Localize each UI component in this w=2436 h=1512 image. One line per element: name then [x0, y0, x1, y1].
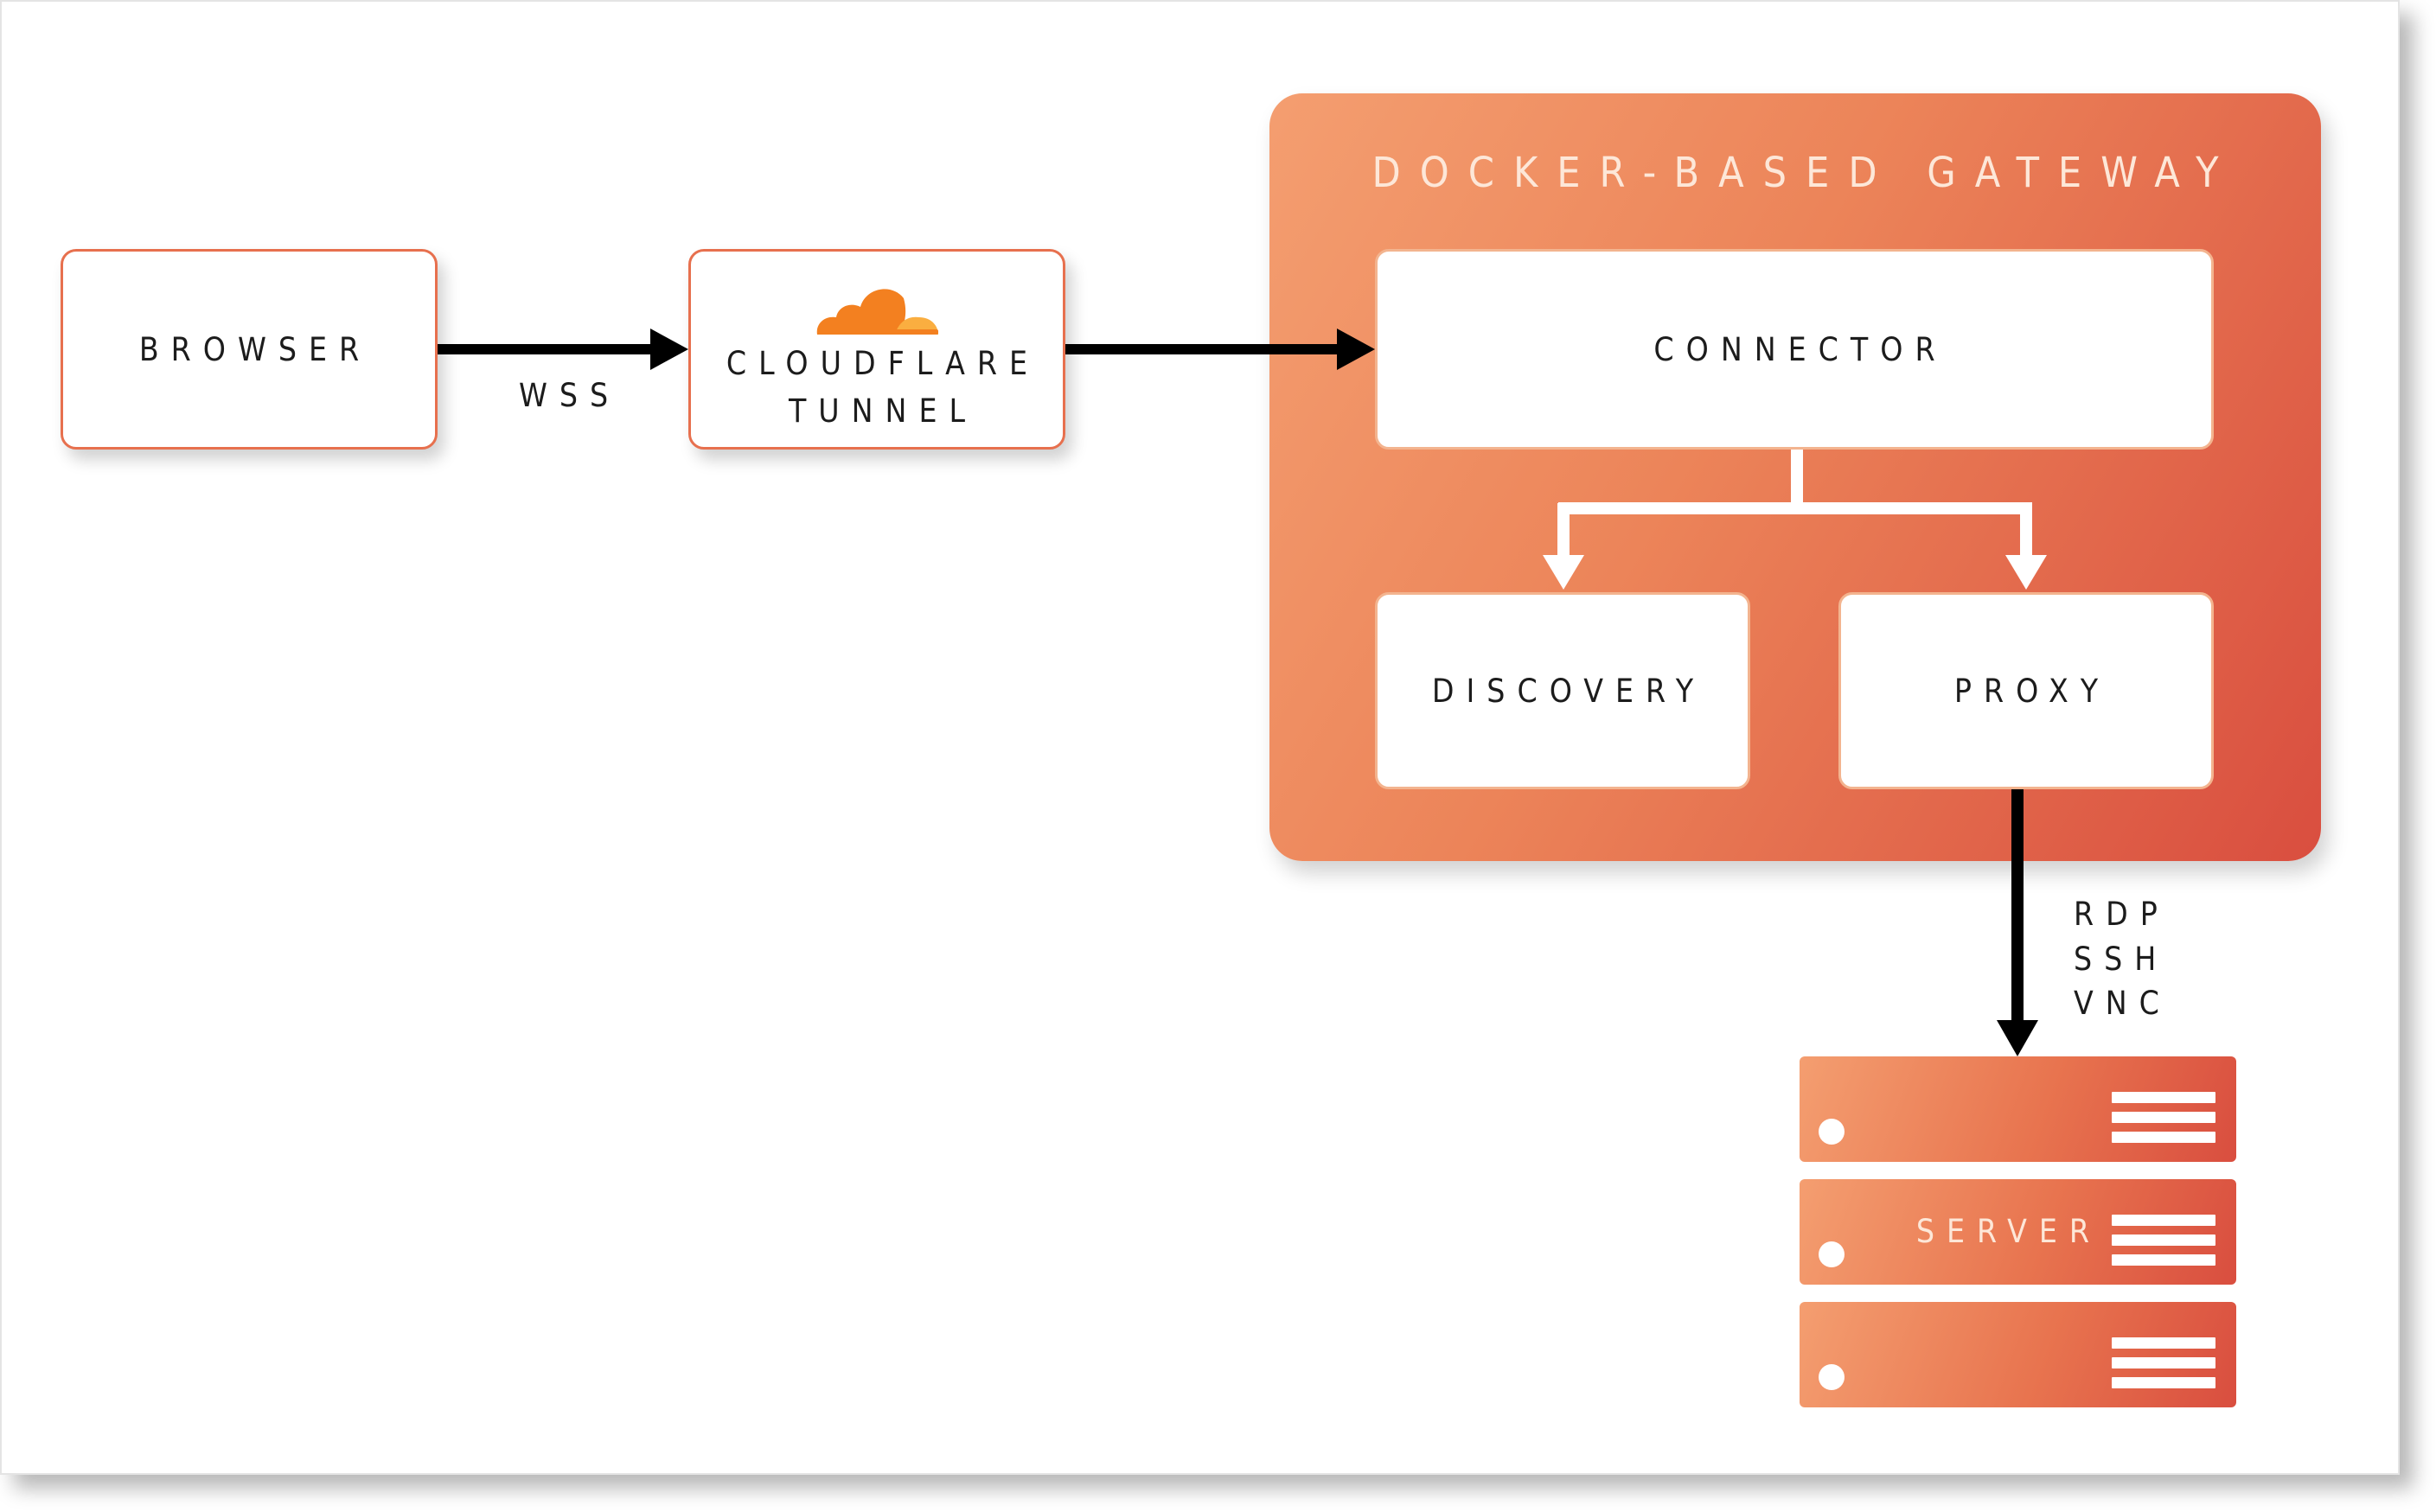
connector-label: CONNECTOR	[1653, 330, 1947, 368]
server-vent-icon	[2112, 1337, 2215, 1391]
connector-node: CONNECTOR	[1375, 249, 2214, 450]
proxy-label: PROXY	[1953, 672, 2111, 710]
discovery-label: DISCOVERY	[1431, 672, 1706, 710]
gateway-title: DOCKER-BASED GATEWAY	[1371, 149, 2238, 197]
server-vent-icon	[2112, 1092, 2215, 1145]
protocol-label-vnc: VNC	[2074, 985, 2171, 1022]
server-led-icon	[1819, 1364, 1845, 1390]
server-led-icon	[1819, 1119, 1845, 1145]
server-unit-3	[1800, 1302, 2236, 1407]
discovery-node: DISCOVERY	[1375, 592, 1750, 789]
cloudflare-label-line1: CLOUDFLARE	[726, 345, 1040, 382]
arrow-connector-split	[1543, 450, 2047, 590]
protocol-label-rdp: RDP	[2074, 896, 2170, 933]
server-unit-1	[1800, 1056, 2236, 1162]
server-vent-icon	[2112, 1215, 2215, 1268]
server-unit-2	[1800, 1179, 2236, 1285]
arrow-browser-to-tunnel	[438, 329, 688, 370]
browser-node: BROWSER	[61, 249, 438, 450]
arrow-tunnel-to-connector	[1065, 329, 1375, 370]
cloudflare-cloud-icon	[816, 289, 938, 335]
proxy-node: PROXY	[1838, 592, 2214, 789]
wss-edge-label: WSS	[519, 377, 621, 414]
arrow-proxy-to-server	[1997, 789, 2038, 1056]
cloudflare-tunnel-node: CLOUDFLARE TUNNEL	[688, 249, 1065, 450]
server-label: SERVER	[1915, 1213, 2101, 1250]
server-led-icon	[1819, 1241, 1845, 1267]
protocol-label-ssh: SSH	[2074, 941, 2169, 978]
browser-label: BROWSER	[138, 330, 372, 368]
cloudflare-label-line2: TUNNEL	[788, 392, 978, 430]
